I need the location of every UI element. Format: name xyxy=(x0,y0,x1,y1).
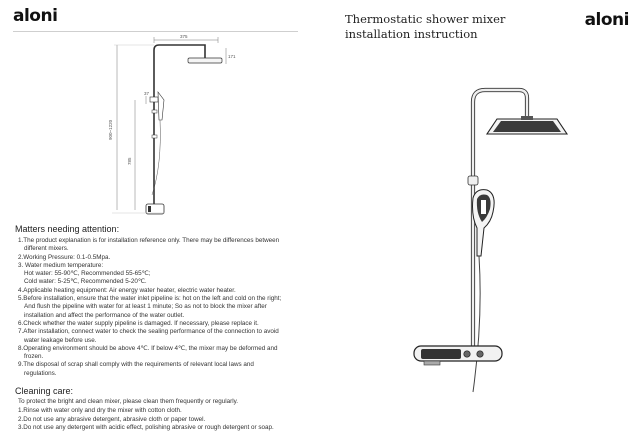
title-line-1: Thermostatic shower mixer xyxy=(345,12,506,26)
shower-head-side xyxy=(187,57,223,64)
dim-width-label: 375 xyxy=(180,34,188,39)
technical-drawing: 375 171 37 900~1220 785 xyxy=(108,34,236,215)
mixer-knob-right xyxy=(476,350,484,358)
mixer-knob-left xyxy=(463,350,471,358)
cleaning-heading: Cleaning care: xyxy=(15,386,74,396)
hand-shower-side xyxy=(157,91,165,121)
attention-item: 9.The disposal of scrap shall comply wit… xyxy=(18,361,254,377)
product-illustration xyxy=(413,87,569,393)
right-page: Thermostatic shower mixer installation i… xyxy=(321,0,641,446)
brand-logo: aloni xyxy=(13,6,58,26)
cleaning-list: 1.Rinse with water only and dry the mixe… xyxy=(18,407,274,433)
attention-item: 5.Before installation, ensure that the w… xyxy=(18,295,282,319)
dim-lower-label: 785 xyxy=(127,157,132,165)
attention-item: 3. Water medium temperature: xyxy=(18,261,104,269)
attention-item: 2.Working Pressure: 0.1-0.5Mpa. xyxy=(18,253,111,261)
attention-item: 8.Operating environment should be above … xyxy=(18,344,278,361)
dim-small-label: 37 xyxy=(144,91,150,96)
slider-bracket xyxy=(467,175,479,186)
cleaning-item: 2.Do not use any abrasive detergent, abr… xyxy=(18,415,206,423)
brand-logo-right: aloni xyxy=(584,10,630,30)
attention-item: 6.Check whether the water supply pipelin… xyxy=(18,319,259,327)
attention-heading: Matters needing attention: xyxy=(15,224,120,234)
page-title: Thermostatic shower mixer installation i… xyxy=(345,12,505,42)
header-rule xyxy=(13,31,298,32)
attention-item: 4.Applicable heating equipment: Air ener… xyxy=(18,286,236,294)
left-page: aloni 375 171 37 900~1220 785 xyxy=(0,0,320,446)
dim-total-label: 900~1220 xyxy=(108,119,113,140)
attention-item: Hot water: 55-90℃, Recommended 55-65℃; xyxy=(24,270,151,278)
attention-item: 7.After installation, connect water to c… xyxy=(18,328,279,344)
cleaning-intro: To protect the bright and clean mixer, p… xyxy=(18,398,239,405)
cleaning-item: 1.Rinse with water only and dry the mixe… xyxy=(18,407,182,414)
attention-item: 1.The product explanation is for install… xyxy=(18,237,280,253)
dim-head-label: 171 xyxy=(228,54,236,59)
title-line-2: installation instruction xyxy=(345,27,478,41)
attention-list: 1.The product explanation is for install… xyxy=(18,237,313,378)
attention-item: Cold water: 5-25℃, Recommended 5-20℃. xyxy=(24,278,147,286)
cleaning-item: 3.Do not use any detergent with acidic e… xyxy=(18,424,274,432)
